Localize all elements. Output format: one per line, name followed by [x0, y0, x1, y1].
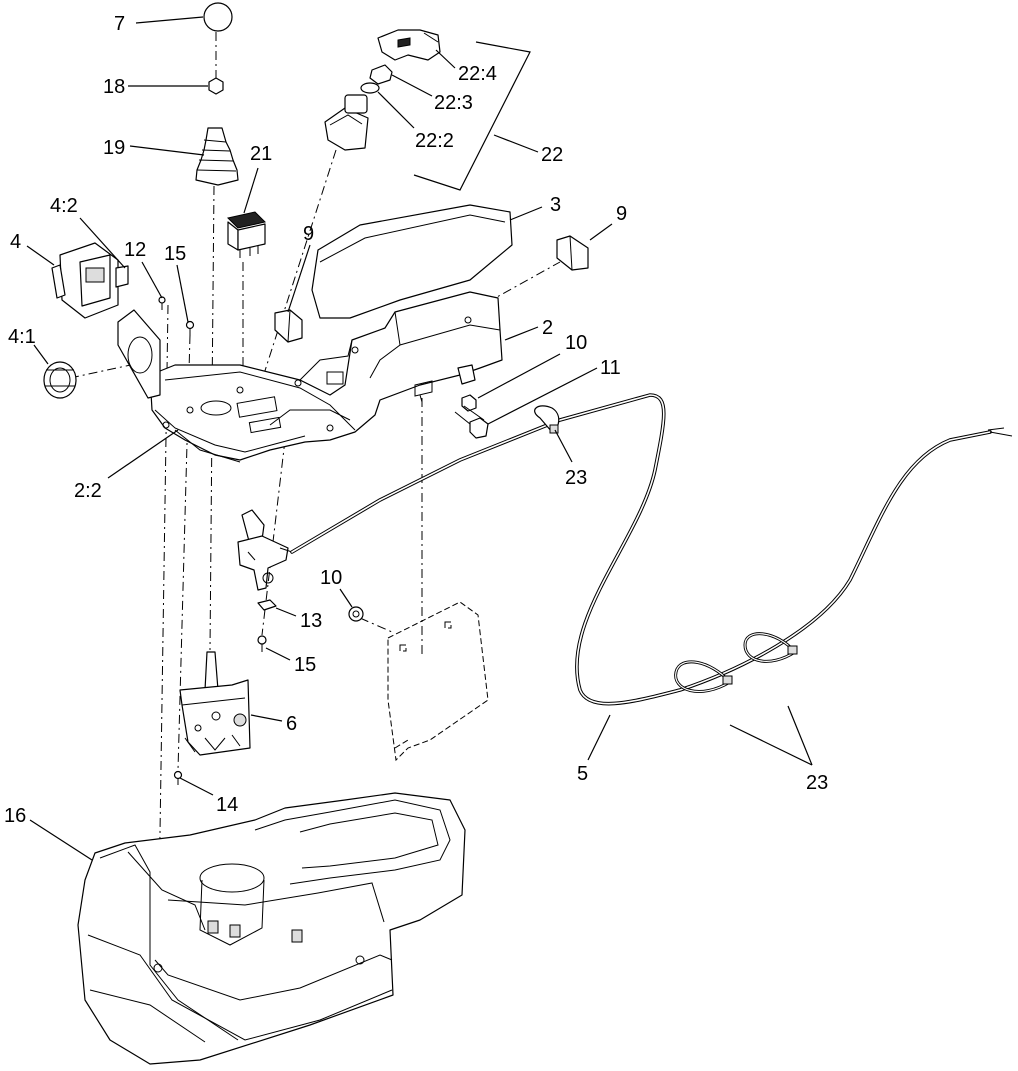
- cable-tie-top: [534, 405, 560, 434]
- hour-meter-label: [115, 265, 129, 288]
- control-cable: [290, 393, 1013, 706]
- mounting-ring: [43, 361, 77, 399]
- cable-tie-right: [743, 632, 798, 663]
- nut-10-mid: [348, 606, 364, 622]
- key-switch: [324, 94, 369, 151]
- callout-22-4: 22:4: [458, 63, 497, 85]
- callout-22-2: 22:2: [415, 130, 454, 152]
- cable-tie-left: [674, 660, 733, 693]
- callout-4-1: 4:1: [8, 326, 36, 348]
- callout-2-2: 2:2: [74, 480, 102, 502]
- callout-22: 22: [541, 144, 563, 166]
- clip-13: [257, 599, 277, 611]
- nut-18: [208, 77, 224, 95]
- callout-4-2: 4:2: [50, 195, 78, 217]
- callout-7: 7: [114, 13, 125, 35]
- callout-15-top: 15: [164, 243, 186, 265]
- callout-10-top: 10: [565, 332, 587, 354]
- callout-9-left: 9: [303, 223, 314, 245]
- callout-2: 2: [542, 317, 553, 339]
- hour-meter: [51, 242, 119, 319]
- callout-19: 19: [103, 137, 125, 159]
- callout-5: 5: [577, 763, 588, 785]
- fitting-near-2: [457, 364, 476, 385]
- mounting-bracket: [149, 291, 503, 463]
- callout-4: 4: [10, 231, 21, 253]
- ignition-key: [377, 29, 441, 61]
- screw-15-bottom: [257, 635, 267, 652]
- callout-10-mid: 10: [320, 567, 342, 589]
- callout-labels: 7 18 19 21 22:4 22:3 22:2 22 3 9 9 4:2 4…: [4, 13, 828, 827]
- callout-11: 11: [600, 357, 621, 379]
- screw-12: [158, 296, 166, 310]
- armrest-cushion: [311, 204, 513, 319]
- callout-21: 21: [250, 143, 272, 165]
- plug-9-right: [556, 235, 589, 271]
- throttle-lever: [237, 509, 293, 591]
- callout-16: 16: [4, 805, 26, 827]
- alignment-lines: [69, 32, 561, 966]
- screw-14: [173, 770, 183, 785]
- callout-14: 14: [216, 794, 238, 816]
- rubber-boot: [195, 127, 239, 186]
- callout-23-bottom: 23: [806, 772, 828, 794]
- callout-18: 18: [103, 76, 125, 98]
- key-switch-washer: [360, 82, 380, 94]
- access-panel-outline: [387, 601, 489, 762]
- plug-9-left: [274, 309, 303, 343]
- nut-10-top: [461, 394, 477, 412]
- callout-23-top: 23: [565, 467, 587, 489]
- callout-15-bottom: 15: [294, 654, 316, 676]
- callout-13: 13: [300, 610, 322, 632]
- lower-console-housing: [77, 792, 466, 1065]
- screw-15-top: [185, 320, 195, 336]
- bolt-11: [454, 405, 489, 439]
- callout-22-3: 22:3: [434, 92, 473, 114]
- callout-6: 6: [286, 713, 297, 735]
- leader-lines: [26, 16, 813, 861]
- meter-plate: [117, 309, 161, 399]
- callout-9-right: 9: [616, 203, 627, 225]
- callout-3: 3: [550, 194, 561, 216]
- control-bracket: [179, 651, 251, 756]
- control-knob: [203, 2, 233, 32]
- callout-12: 12: [124, 239, 146, 261]
- key-switch-nut: [369, 64, 393, 85]
- rocker-switch: [227, 211, 266, 258]
